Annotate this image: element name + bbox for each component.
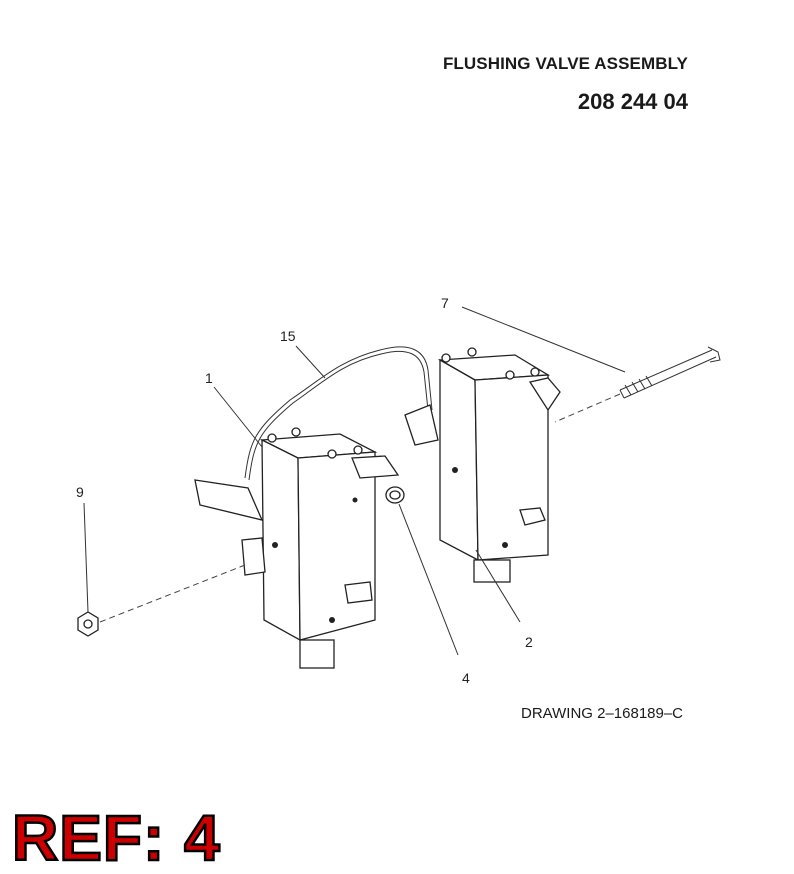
callout-2: 2 bbox=[525, 634, 533, 650]
nut-axis-line bbox=[99, 564, 246, 623]
callout-1: 1 bbox=[205, 370, 213, 386]
bolt-axis-line bbox=[554, 393, 621, 423]
part-number: 208 244 04 bbox=[577, 89, 688, 114]
assembly-title: FLUSHING VALVE ASSEMBLY bbox=[442, 54, 688, 73]
tube bbox=[244, 346, 433, 479]
valve-body-2 bbox=[404, 347, 561, 583]
bolt bbox=[619, 346, 721, 399]
callout-4: 4 bbox=[462, 670, 470, 686]
callout-15: 15 bbox=[280, 328, 296, 344]
valve-body-1 bbox=[194, 427, 400, 669]
callout-9: 9 bbox=[76, 484, 84, 500]
callout-7: 7 bbox=[441, 295, 449, 311]
drawing-number: DRAWING 2–168189–C bbox=[521, 705, 684, 722]
ref-label: REF: 4 bbox=[11, 802, 221, 874]
